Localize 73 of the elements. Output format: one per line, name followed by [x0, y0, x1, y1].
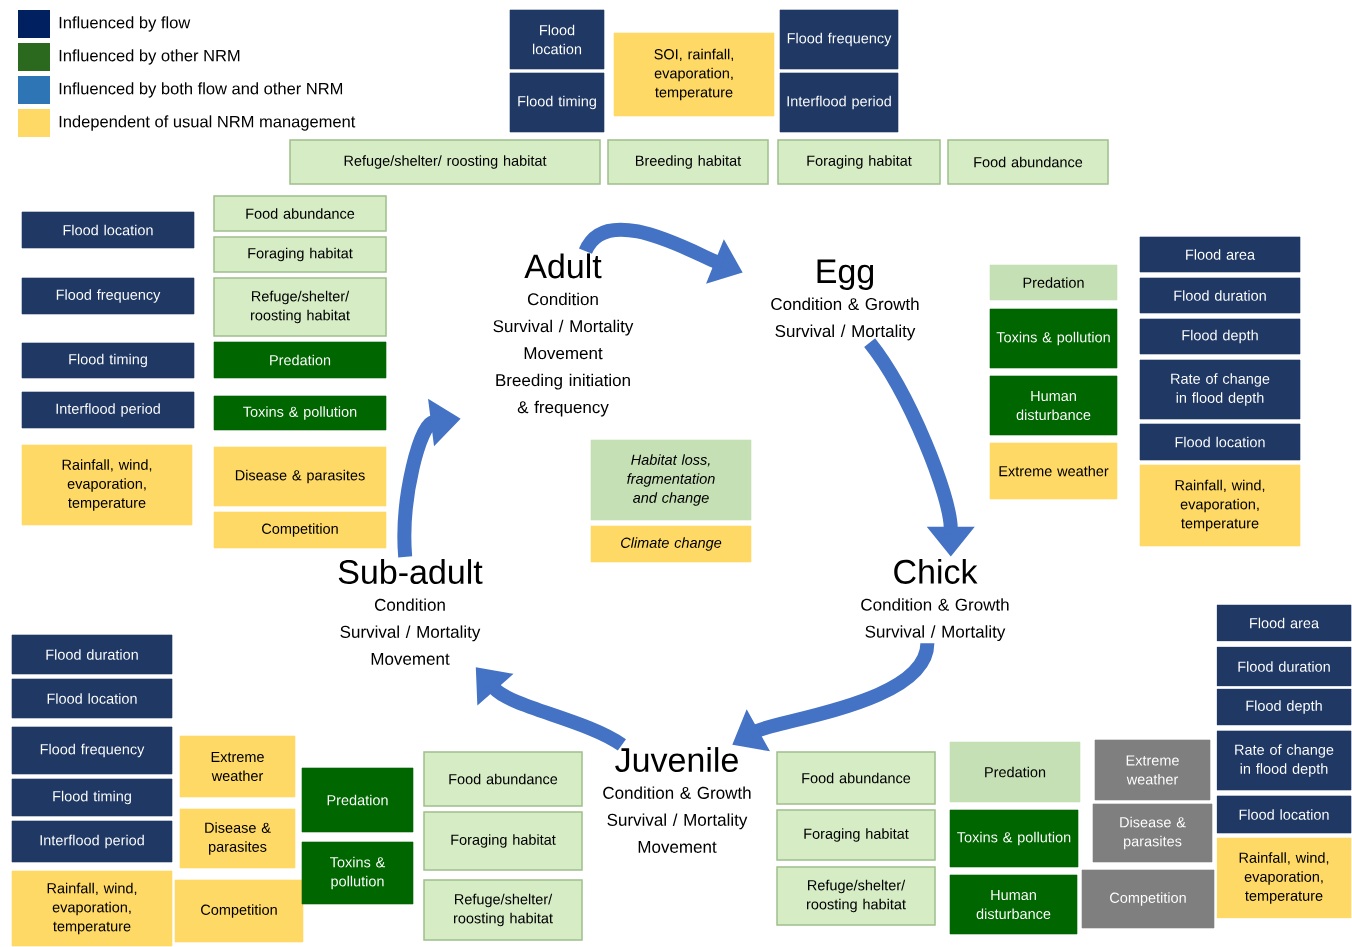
factor-box: Flood timing	[21, 342, 195, 379]
factor-box: Extreme weather	[179, 735, 296, 798]
factor-box: Disease & parasites	[1092, 803, 1213, 863]
factor-box: Competition	[174, 879, 304, 943]
life-stage-label: Adult Condition Survival / Mortality Movement Breeding initiation & frequency	[493, 253, 634, 417]
life-stage-label: Juvenile Condition & Growth Survival / Mortality Movement	[603, 747, 751, 853]
factor-box: Habitat loss, fragmentation and change	[590, 439, 752, 521]
factor-box: SOI, rainfall, evaporation, temperature	[613, 32, 775, 117]
factor-box: Climate change	[590, 525, 752, 563]
factor-box: Rainfall, wind, evaporation, temperature	[21, 444, 193, 526]
habitat-box: Refuge/shelter/ roosting habitat	[213, 277, 387, 337]
factor-box: Competition	[1081, 869, 1215, 929]
factor-box: Flood depth	[1139, 318, 1301, 355]
node-label: Flood duration	[1238, 661, 1330, 672]
factor-box: Interflood period	[21, 391, 195, 429]
habitat-box: Breeding habitat	[607, 139, 769, 185]
factor-box: Flood frequency	[779, 9, 899, 70]
factor-box: Flood area	[1139, 236, 1301, 273]
life-stage-label: Egg Condition & Growth Survival / Mortality	[771, 259, 919, 341]
factor-box: Competition	[213, 511, 387, 549]
factor-box: Flood timing	[11, 778, 173, 817]
factor-box: Toxins & pollution	[949, 809, 1079, 868]
factor-box: Flood duration	[1216, 646, 1352, 687]
habitat-box: Food abundance	[947, 139, 1109, 185]
factor-box: Flood timing	[509, 72, 605, 133]
node-label: Flood depth	[1246, 700, 1322, 714]
habitat-box: Foraging habitat	[423, 811, 583, 871]
factor-box: Flood location	[1216, 795, 1352, 834]
factor-box: Flood location	[509, 9, 605, 70]
factor-box: Toxins & pollution	[989, 308, 1118, 369]
factor-box: Flood location	[11, 678, 173, 719]
factor-box: Rainfall, wind, evaporation, temperature	[11, 870, 173, 947]
factor-box: Interflood period	[779, 72, 899, 133]
factor-box: Extreme weather	[989, 442, 1118, 500]
factor-box: Disease & parasites	[213, 446, 387, 507]
factor-box: Rainfall, wind, evaporation, temperature	[1216, 837, 1352, 919]
factor-box: Predation	[301, 767, 414, 833]
habitat-box: Foraging habitat	[776, 809, 936, 861]
factor-box: Flood area	[1216, 604, 1352, 642]
factor-box: Toxins & pollution	[213, 395, 387, 431]
legend-label: Influenced by flow	[59, 16, 191, 32]
factor-box: Rate of change in flood depth	[1216, 730, 1352, 791]
factor-box: Flood depth	[1216, 688, 1352, 726]
factor-box: Interflood period	[11, 820, 173, 863]
habitat-box: Food abundance	[776, 751, 936, 805]
habitat-box: Refuge/shelter/ roosting habitat	[776, 866, 936, 926]
legend-label: Independent of usual NRM management	[59, 115, 356, 131]
life-stage-label: Chick Condition & Growth Survival / Mortality	[861, 558, 1009, 642]
factor-box: Flood duration	[1139, 277, 1301, 314]
factor-box: Predation	[949, 741, 1081, 803]
habitat-box: Refuge/shelter/ roosting habitat	[423, 879, 583, 941]
factor-box: Flood location	[21, 211, 195, 249]
factor-box: Predation	[213, 341, 387, 379]
factor-box: Toxins & pollution	[301, 841, 414, 905]
factor-box: Extreme weather	[1094, 739, 1211, 801]
factor-box: Flood frequency	[21, 277, 195, 315]
habitat-box: Foraging habitat	[777, 139, 941, 185]
factor-box: Predation	[989, 264, 1118, 301]
factor-box: Human disturbance	[949, 874, 1078, 935]
legend-label: Influenced by both flow and other NRM	[59, 82, 343, 98]
habitat-box: Food abundance	[423, 751, 583, 807]
factor-box: Flood location	[1139, 423, 1301, 461]
habitat-box: Refuge/shelter/ roosting habitat	[289, 139, 601, 185]
habitat-box: Foraging habitat	[213, 236, 387, 273]
habitat-box: Food abundance	[213, 195, 387, 232]
factor-box: Rainfall, wind, evaporation, temperature	[1139, 464, 1301, 547]
factor-box: Disease & parasites	[179, 808, 296, 869]
legend-label: Influenced by other NRM	[59, 49, 240, 65]
factor-box: Flood frequency	[11, 726, 173, 775]
factor-box: Flood duration	[11, 634, 173, 675]
factor-box: Rate of change in flood depth	[1139, 359, 1301, 420]
factor-box: Human disturbance	[989, 375, 1118, 436]
life-stage-label: Sub-adult Condition Survival / Mortality Movement	[338, 559, 483, 665]
